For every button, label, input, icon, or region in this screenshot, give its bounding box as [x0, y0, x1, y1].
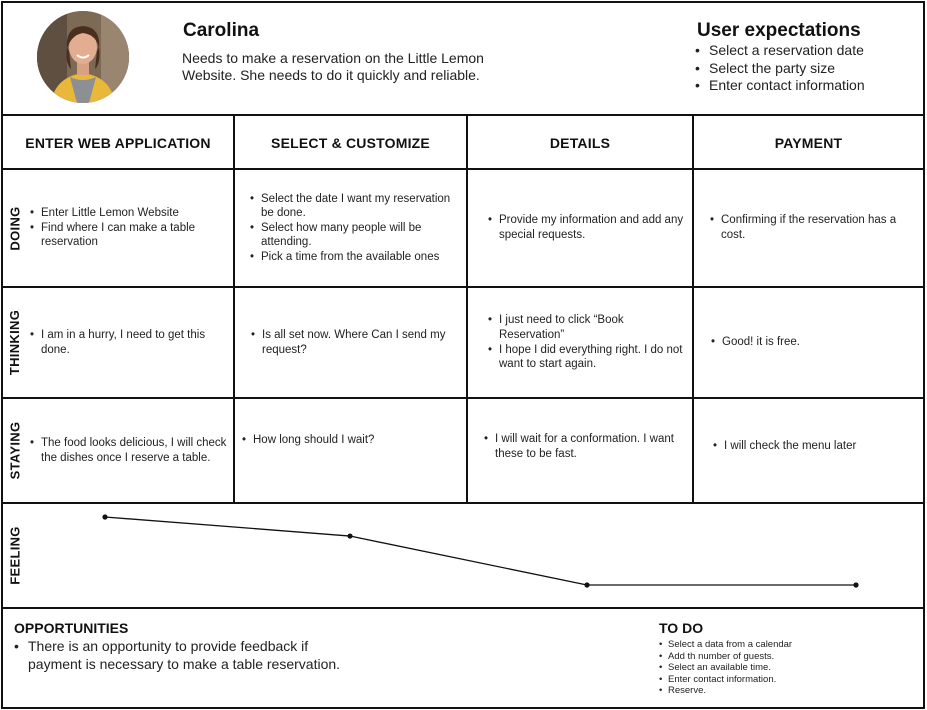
stage-enter-web-application: ENTER WEB APPLICATION [25, 134, 211, 151]
opportunity-item: There is an opportunity to provide feedb… [14, 638, 354, 673]
list-item: Enter Little Lemon Website [30, 206, 230, 221]
stage-select-customize: SELECT & CUSTOMIZE [271, 134, 430, 151]
todo-item: Select an available time. [659, 662, 792, 674]
thinking-cell-2: Is all set now. Where Can I send my requ… [251, 288, 451, 397]
feeling-point-3 [584, 582, 590, 588]
feeling-chart [102, 514, 859, 588]
staying-cell-2: How long should I wait? [242, 399, 452, 481]
list-item: I will check the menu later [713, 439, 856, 454]
expectations-title: User expectations [697, 20, 861, 41]
feeling-point-2 [347, 533, 353, 539]
todo-item: Reserve. [659, 685, 792, 697]
divider-thinking [1, 397, 925, 399]
list-item: How long should I wait? [242, 433, 374, 448]
doing-cell-4: Confirming if the reservation has a cost… [710, 170, 910, 286]
feeling-point-4 [853, 582, 859, 588]
list-item: Provide my information and add any speci… [488, 213, 686, 242]
persona-name: Carolina [183, 20, 260, 41]
row-label-thinking: THINKING [7, 309, 23, 376]
border-left [1, 1, 3, 709]
stage-details: DETAILS [549, 134, 611, 151]
list-item: I just need to click “Book Reservation” [488, 313, 686, 342]
staying-cell-1: The food looks delicious, I will check t… [30, 399, 230, 502]
thinking-cell-4: Good! it is free. [711, 288, 911, 397]
list-item: Confirming if the reservation has a cost… [710, 213, 910, 242]
todo-item: Select a data from a calendar [659, 639, 792, 651]
persona-avatar [37, 11, 129, 103]
doing-cell-1: Enter Little Lemon Website Find where I … [30, 170, 230, 286]
expectation-item: Select the party size [695, 60, 865, 78]
expectation-item: Enter contact information [695, 77, 865, 95]
divider-doing [1, 286, 925, 288]
todo-item: Add th number of guests. [659, 651, 792, 663]
list-item: Find where I can make a table reservatio… [30, 221, 230, 250]
border-top [1, 1, 925, 3]
opportunities-list: There is an opportunity to provide feedb… [14, 638, 354, 673]
thinking-cell-1: I am in a hurry, I need to get this done… [30, 288, 228, 397]
feeling-line [104, 516, 856, 586]
list-item: I hope I did everything right. I do not … [488, 343, 686, 372]
todo-title: TO DO [659, 620, 704, 636]
persona-description: Needs to make a reservation on the Littl… [182, 50, 484, 83]
staying-cell-3: I will wait for a conformation. I want t… [484, 399, 674, 494]
row-label-doing: DOING [7, 205, 23, 251]
divider-col-1 [233, 114, 235, 503]
feeling-point-1 [102, 514, 108, 520]
row-label-staying: STAYING [7, 421, 23, 480]
border-right [923, 1, 925, 709]
list-item: I am in a hurry, I need to get this done… [30, 328, 228, 357]
divider-col-2 [466, 114, 468, 503]
expectation-item: Select a reservation date [695, 42, 865, 60]
doing-cell-3: Provide my information and add any speci… [488, 170, 686, 286]
todo-item: Enter contact information. [659, 674, 792, 686]
list-item: Is all set now. Where Can I send my requ… [251, 328, 451, 357]
divider-staying [1, 502, 925, 504]
list-item: Select how many people will be attending… [250, 221, 462, 250]
list-item: Select the date I want my reservation be… [250, 192, 462, 221]
stage-payment: PAYMENT [774, 134, 843, 151]
persona-photo [37, 11, 129, 103]
staying-cell-4: I will check the menu later [713, 399, 913, 494]
divider-stages [1, 168, 925, 170]
opportunities-title: OPPORTUNITIES [14, 620, 129, 636]
border-bottom [1, 707, 925, 709]
todo-list: Select a data from a calendar Add th num… [659, 639, 792, 697]
list-item: The food looks delicious, I will check t… [30, 436, 230, 465]
list-item: I will wait for a conformation. I want t… [484, 432, 674, 461]
divider-header [1, 114, 925, 116]
list-item: Good! it is free. [711, 335, 800, 350]
doing-cell-2: Select the date I want my reservation be… [250, 170, 462, 286]
divider-feeling [1, 607, 925, 609]
thinking-cell-3: I just need to click “Book Reservation” … [488, 288, 686, 397]
divider-col-3 [692, 114, 694, 503]
expectations-list: Select a reservation date Select the par… [695, 42, 865, 95]
list-item: Pick a time from the available ones [250, 250, 462, 265]
